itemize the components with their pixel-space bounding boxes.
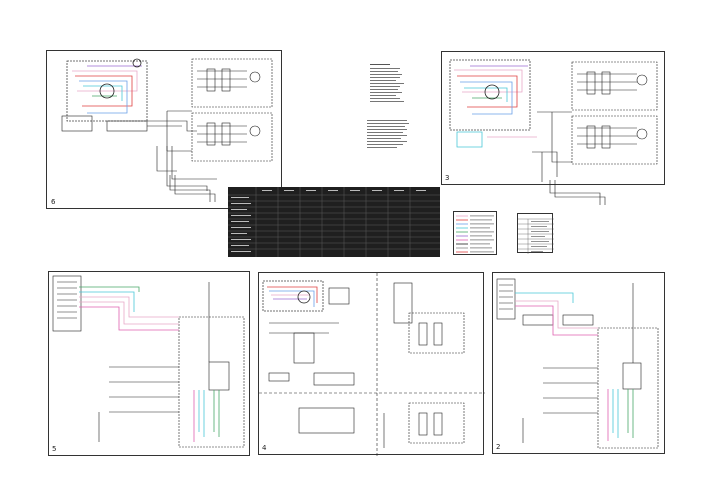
symbol-legend-grid xyxy=(518,218,554,254)
connector-table-grid xyxy=(228,187,440,257)
panel-2-number: 2 xyxy=(496,443,501,451)
panel-6-diagram xyxy=(61,58,273,191)
panel-3: 3 xyxy=(441,51,665,185)
panel-6-exit-cable xyxy=(169,175,216,202)
symbol-legend xyxy=(517,213,554,254)
panel-6-number: 6 xyxy=(51,198,56,206)
panel-3-number: 3 xyxy=(445,174,450,182)
panel-5-diagram xyxy=(52,275,245,448)
wire-color-legend xyxy=(453,211,497,255)
panel-6: 6 xyxy=(46,50,282,209)
wire-color-legend-lines xyxy=(456,215,494,253)
panel-3-exit-cable xyxy=(549,180,606,205)
notes-column xyxy=(367,62,437,174)
panel-2: 2 xyxy=(492,272,665,454)
panel-2-diagram xyxy=(496,278,659,449)
panel-4-diagram xyxy=(259,273,485,456)
panel-5: 5 xyxy=(48,271,250,456)
panel-5-number: 5 xyxy=(52,445,57,453)
connector-table xyxy=(228,187,440,257)
panel-4: 4 xyxy=(258,272,485,456)
panel-4-number: 4 xyxy=(262,444,267,452)
notes-lines xyxy=(367,64,409,148)
panel-3-diagram xyxy=(449,59,658,182)
